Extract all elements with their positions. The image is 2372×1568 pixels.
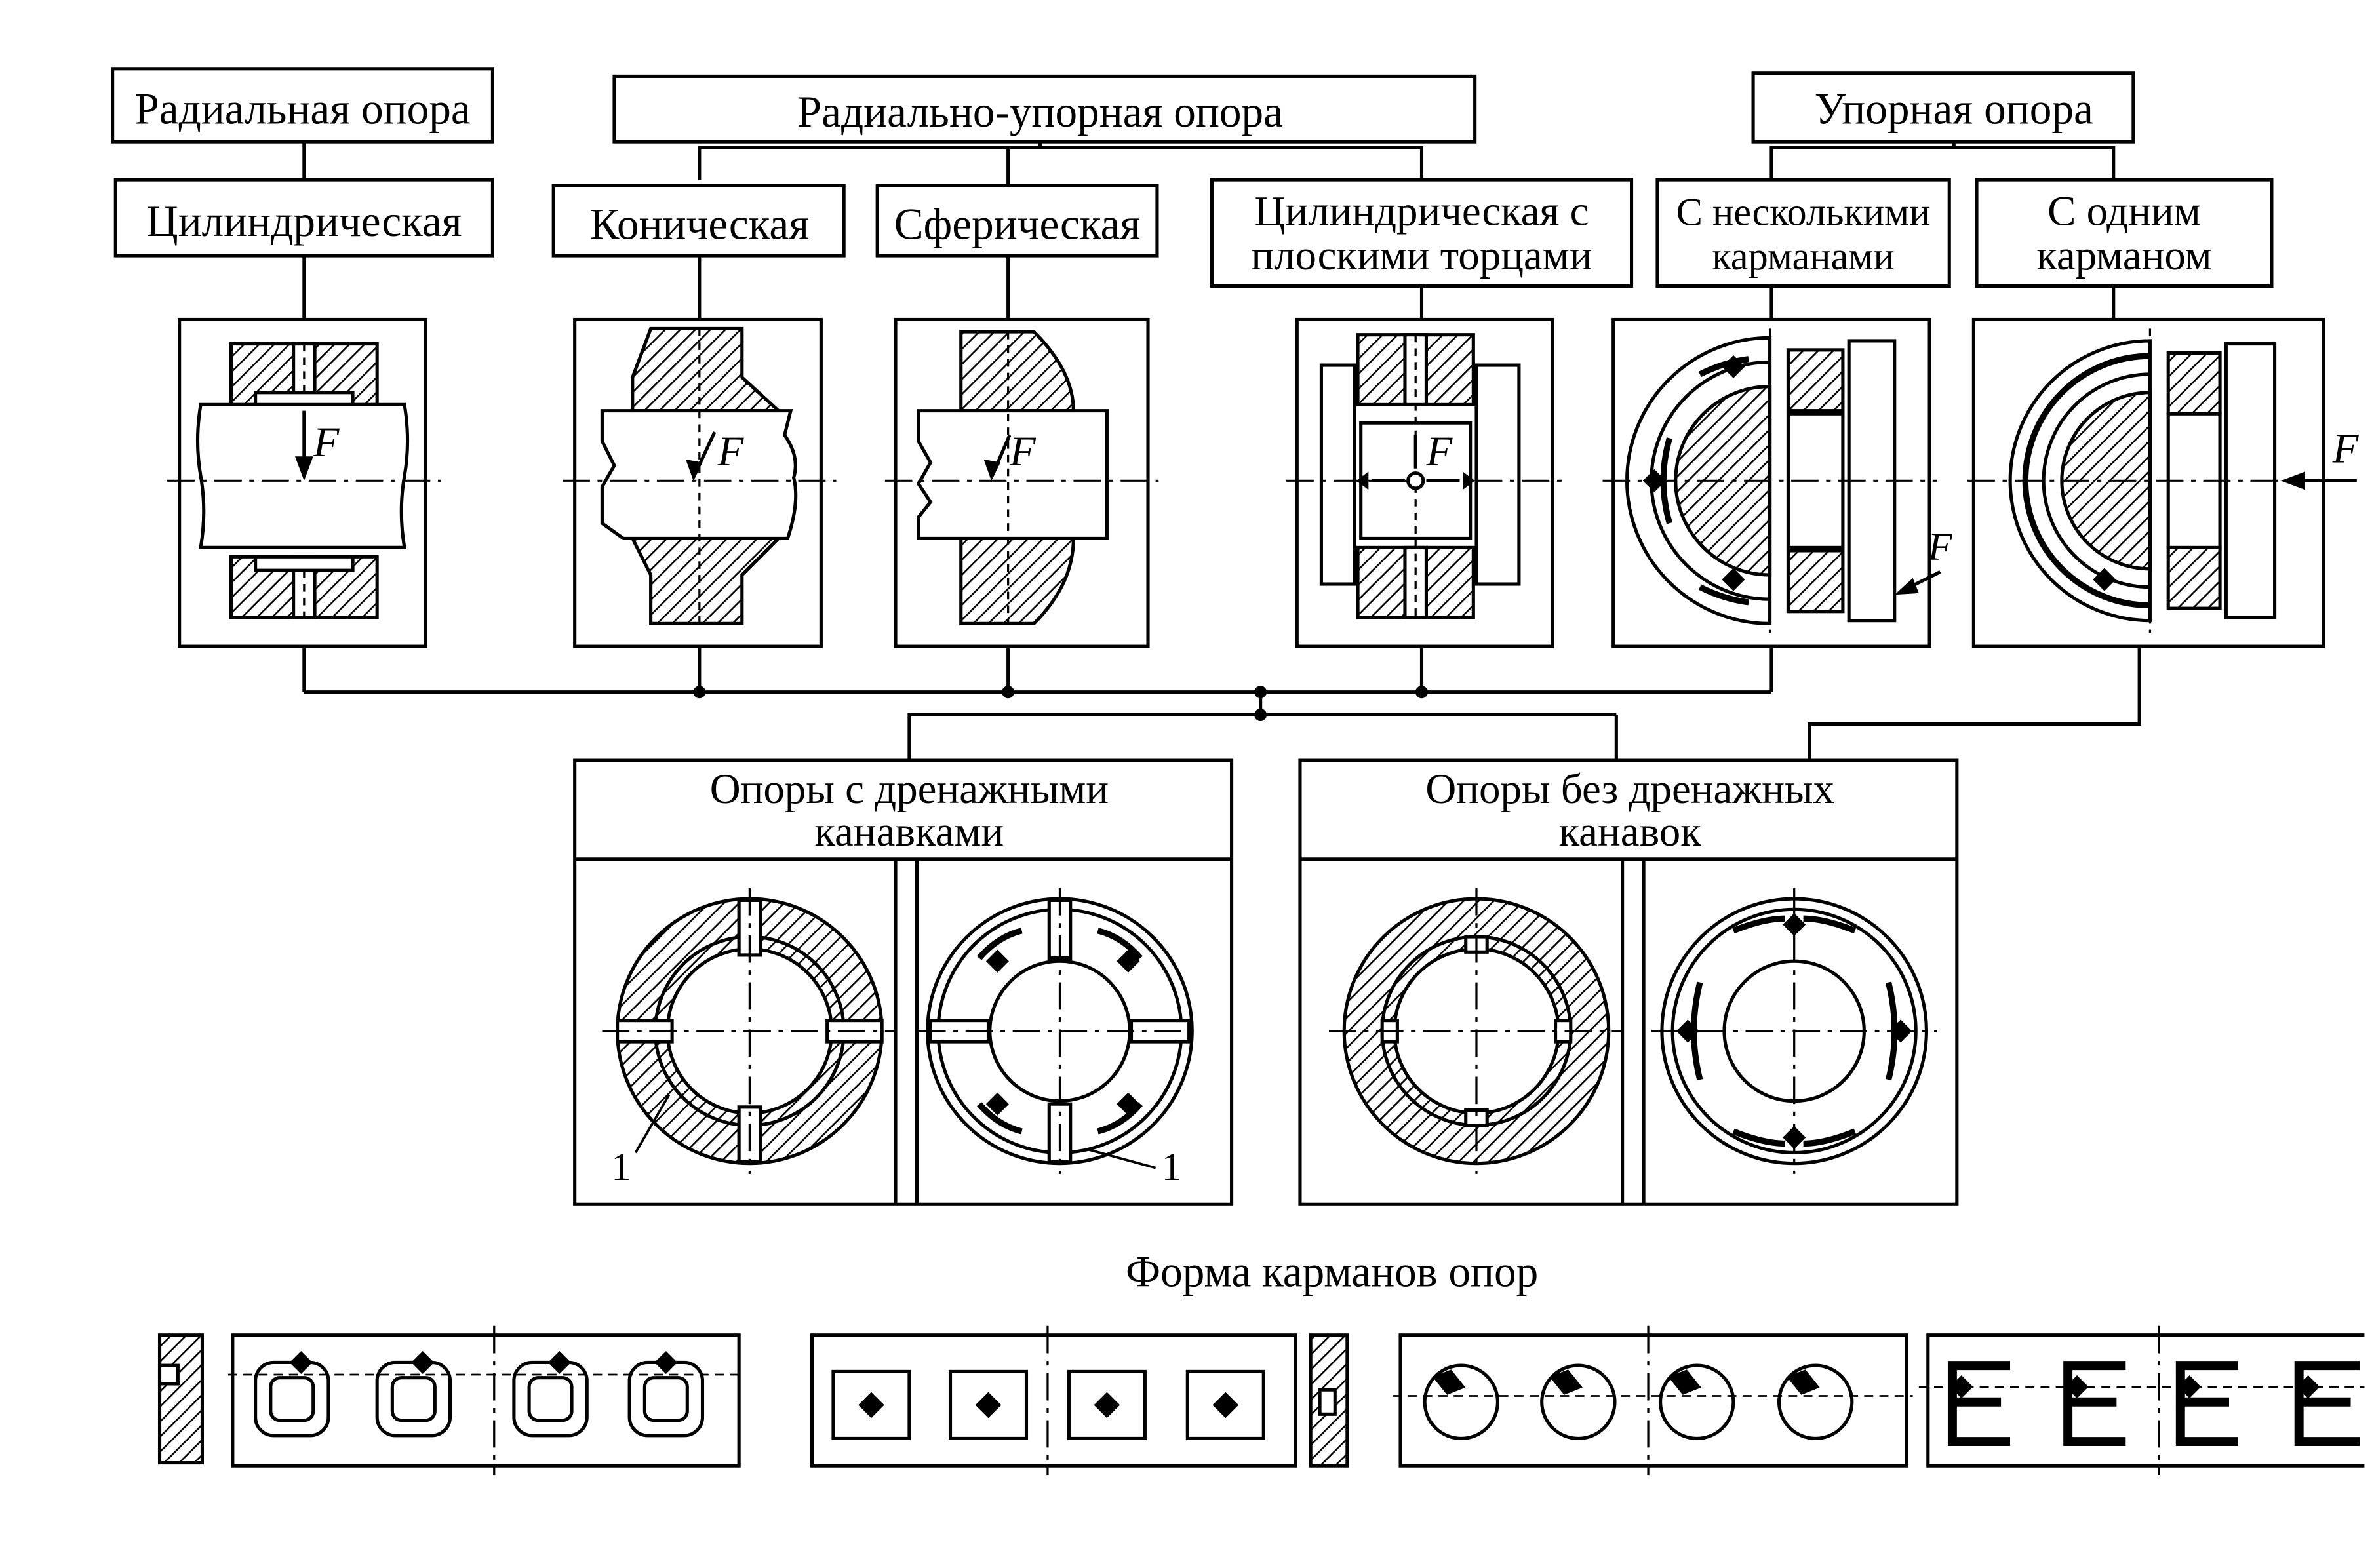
panel-without-drain-grooves: Опоры без дренажных канавок	[1298, 758, 1959, 1206]
type-one-line2: карманом	[2036, 232, 2211, 279]
type-several-line1: С несколькими	[1676, 191, 1931, 235]
category-connectors	[302, 142, 2116, 186]
radial-thrust-support-label: Радиально-упорная опора	[797, 87, 1283, 136]
ring-drained-pockets: 1	[918, 888, 1202, 1189]
type-one-line1: С одним	[2047, 188, 2201, 235]
ring-drained-hatched: 1	[602, 888, 898, 1189]
drawing-one-pocket: F	[1967, 317, 2360, 648]
nodrain-title-line1: Опоры без дренажных	[1425, 766, 1834, 813]
type-one-pocket-box: С одним карманом	[1975, 178, 2274, 288]
type-cylindrical-label: Цилиндрическая	[146, 197, 462, 246]
callout-1-left: 1	[611, 1145, 631, 1189]
pocket-strip-square	[810, 1325, 1297, 1476]
thrust-support-box: Упорная опора	[1751, 71, 2135, 144]
nodrain-title-line2: канавок	[1559, 808, 1702, 855]
type-spherical-label: Сферическая	[894, 200, 1141, 249]
type-conical-label: Коническая	[589, 200, 809, 249]
type-several-line2: карманами	[1712, 235, 1894, 279]
type-several-pockets-box: С несколькими карманами	[1655, 178, 1951, 288]
type-to-drawing-connectors	[302, 256, 2116, 320]
drawing-conical: F	[563, 317, 837, 648]
drain-title-line1: Опоры с дренажными	[710, 766, 1109, 813]
drawing-cylindrical-flat-ends: F	[1286, 317, 1566, 648]
bus-connectors	[302, 646, 2141, 761]
type-conical-box: Коническая	[551, 184, 846, 258]
pocket-shapes-title: Форма карманов опор	[1126, 1247, 1538, 1297]
drawing-spherical: F	[884, 317, 1159, 648]
type-cyl-flat-line2: плоскими торцами	[1251, 232, 1592, 279]
force-label-spherical: F	[1009, 428, 1037, 475]
thrust-support-label: Упорная опора	[1815, 84, 2093, 133]
force-label-cyl: F	[313, 419, 340, 466]
force-label-several: F	[1927, 525, 1953, 569]
radial-thrust-support-box: Радиально-упорная опора	[612, 74, 1477, 144]
force-label-one: F	[2332, 425, 2360, 472]
drawing-several-pockets: F	[1602, 317, 1953, 648]
force-label-flat-ends: F	[1425, 428, 1453, 475]
ring-nodrain-pockets	[1651, 888, 1937, 1174]
type-cyl-flat-line1: Цилиндрическая с	[1255, 188, 1589, 235]
pocket-strip-rounded-square	[157, 1325, 742, 1476]
pocket-strip-circle	[1309, 1325, 1913, 1476]
radial-support-label: Радиальная опора	[134, 84, 470, 133]
force-label-conical: F	[717, 428, 745, 475]
radial-support-box: Радиальная опора	[111, 67, 494, 144]
pocket-strip-e-shape	[1918, 1325, 2365, 1476]
type-spherical-box: Сферическая	[875, 184, 1159, 258]
type-cyl-flat-box: Цилиндрическая с плоскими торцами	[1210, 178, 1634, 288]
drain-title-line2: канавками	[815, 808, 1004, 855]
panel-with-drain-grooves: Опоры с дренажными канавками	[573, 758, 1234, 1206]
drawing-cylindrical: F	[167, 317, 441, 648]
ring-nodrain-hatched	[1329, 888, 1624, 1174]
callout-1-right: 1	[1162, 1145, 1181, 1189]
type-cylindrical-box: Цилиндрическая	[113, 178, 494, 258]
